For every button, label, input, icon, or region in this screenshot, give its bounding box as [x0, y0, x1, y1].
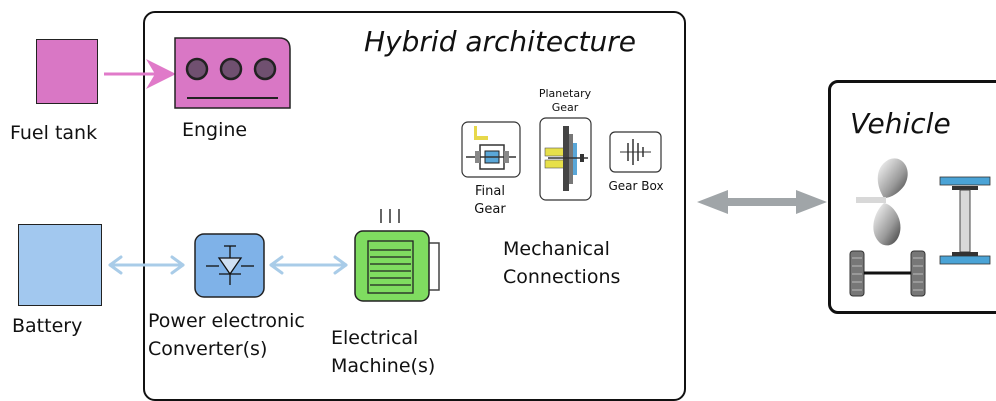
converter-label-line2: Converter(s) — [148, 338, 268, 360]
gear-box-label: Gear Box — [608, 179, 664, 193]
wheels-icon — [849, 250, 926, 297]
mechanical-label-line2: Connections — [503, 266, 621, 288]
battery-converter-arrow — [108, 255, 185, 275]
engine-icon — [174, 37, 291, 109]
gear-box-icon — [609, 131, 662, 173]
planetary-gear-label-line1: Planetary — [538, 87, 592, 100]
battery-label: Battery — [12, 315, 83, 337]
vehicle-box — [828, 80, 996, 314]
electrical-machine-icon — [354, 209, 440, 302]
converter-label-line1: Power electronic — [148, 310, 305, 332]
planetary-gear-label-line2: Gear — [551, 101, 579, 114]
fuel-tank-label: Fuel tank — [10, 122, 98, 144]
mechanical-label-line1: Mechanical — [503, 238, 610, 260]
final-gear-label-line2: Gear — [474, 202, 506, 217]
converter-machine-arrow — [269, 255, 348, 275]
machine-label-line2: Machine(s) — [331, 355, 436, 377]
final-gear-label-line1: Final — [475, 184, 505, 199]
final-gear-icon — [461, 121, 521, 178]
diagram-graphics — [104, 37, 991, 302]
fuel-tank-box — [36, 39, 98, 104]
vehicle-title: Vehicle — [850, 107, 951, 140]
propeller-icon — [856, 158, 908, 246]
hybrid-architecture-title: Hybrid architecture — [364, 25, 637, 58]
battery-box — [18, 224, 102, 306]
planetary-gear-icon — [539, 117, 592, 201]
engine-label: Engine — [182, 119, 248, 141]
power-converter-icon — [194, 233, 265, 298]
machine-label-line1: Electrical — [331, 327, 419, 349]
axle-icon — [939, 176, 991, 265]
vehicle-link-arrow — [697, 190, 827, 214]
